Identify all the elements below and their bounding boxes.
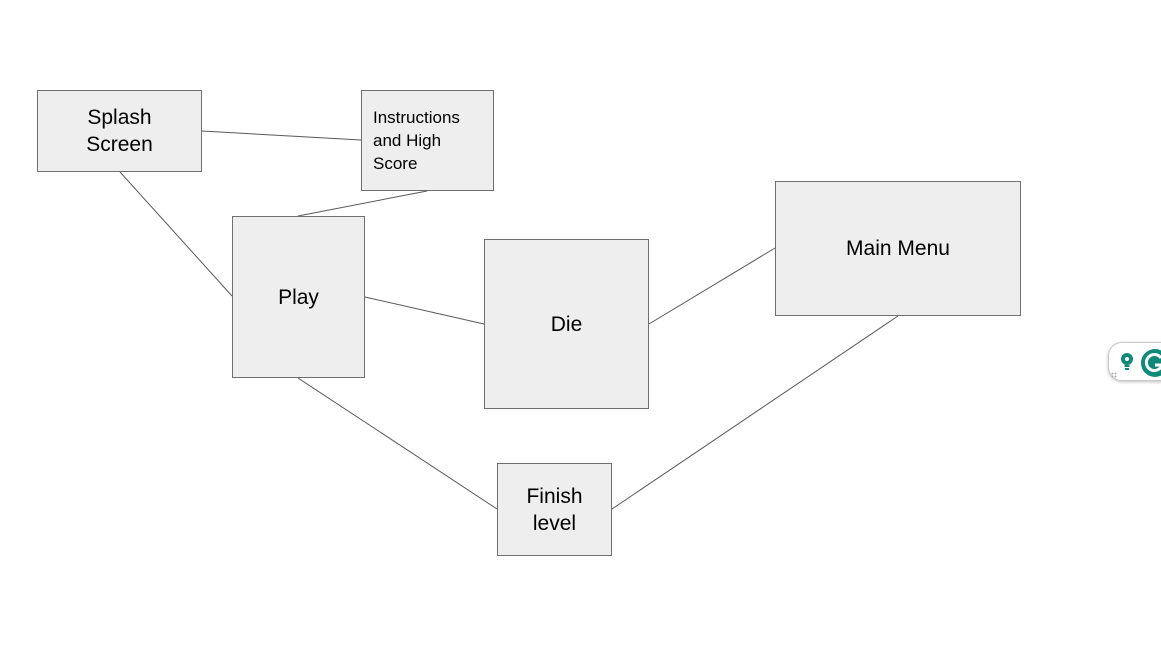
connector-play-die <box>364 296 485 325</box>
connector-instructions-play <box>297 190 428 217</box>
node-play[interactable]: Play <box>232 216 365 378</box>
connector-play-finish <box>297 377 498 510</box>
node-main-menu[interactable]: Main Menu <box>775 181 1021 316</box>
grammar-check-icon[interactable] <box>1140 348 1161 378</box>
node-finish-level[interactable]: Finish level <box>497 463 612 556</box>
connector-splash-play <box>119 171 233 297</box>
node-splash-screen[interactable]: Splash Screen <box>37 90 202 172</box>
connector-splash-instructions <box>201 130 362 141</box>
side-assistant-widget[interactable] <box>1108 342 1161 381</box>
drag-grip-icon[interactable] <box>1111 372 1117 378</box>
connector-main-menu-finish <box>611 315 899 510</box>
node-die[interactable]: Die <box>484 239 649 409</box>
lightbulb-icon[interactable] <box>1118 352 1136 372</box>
node-instructions-high-score[interactable]: Instructions and High Score <box>361 90 494 191</box>
connector-die-main-menu <box>648 247 776 325</box>
